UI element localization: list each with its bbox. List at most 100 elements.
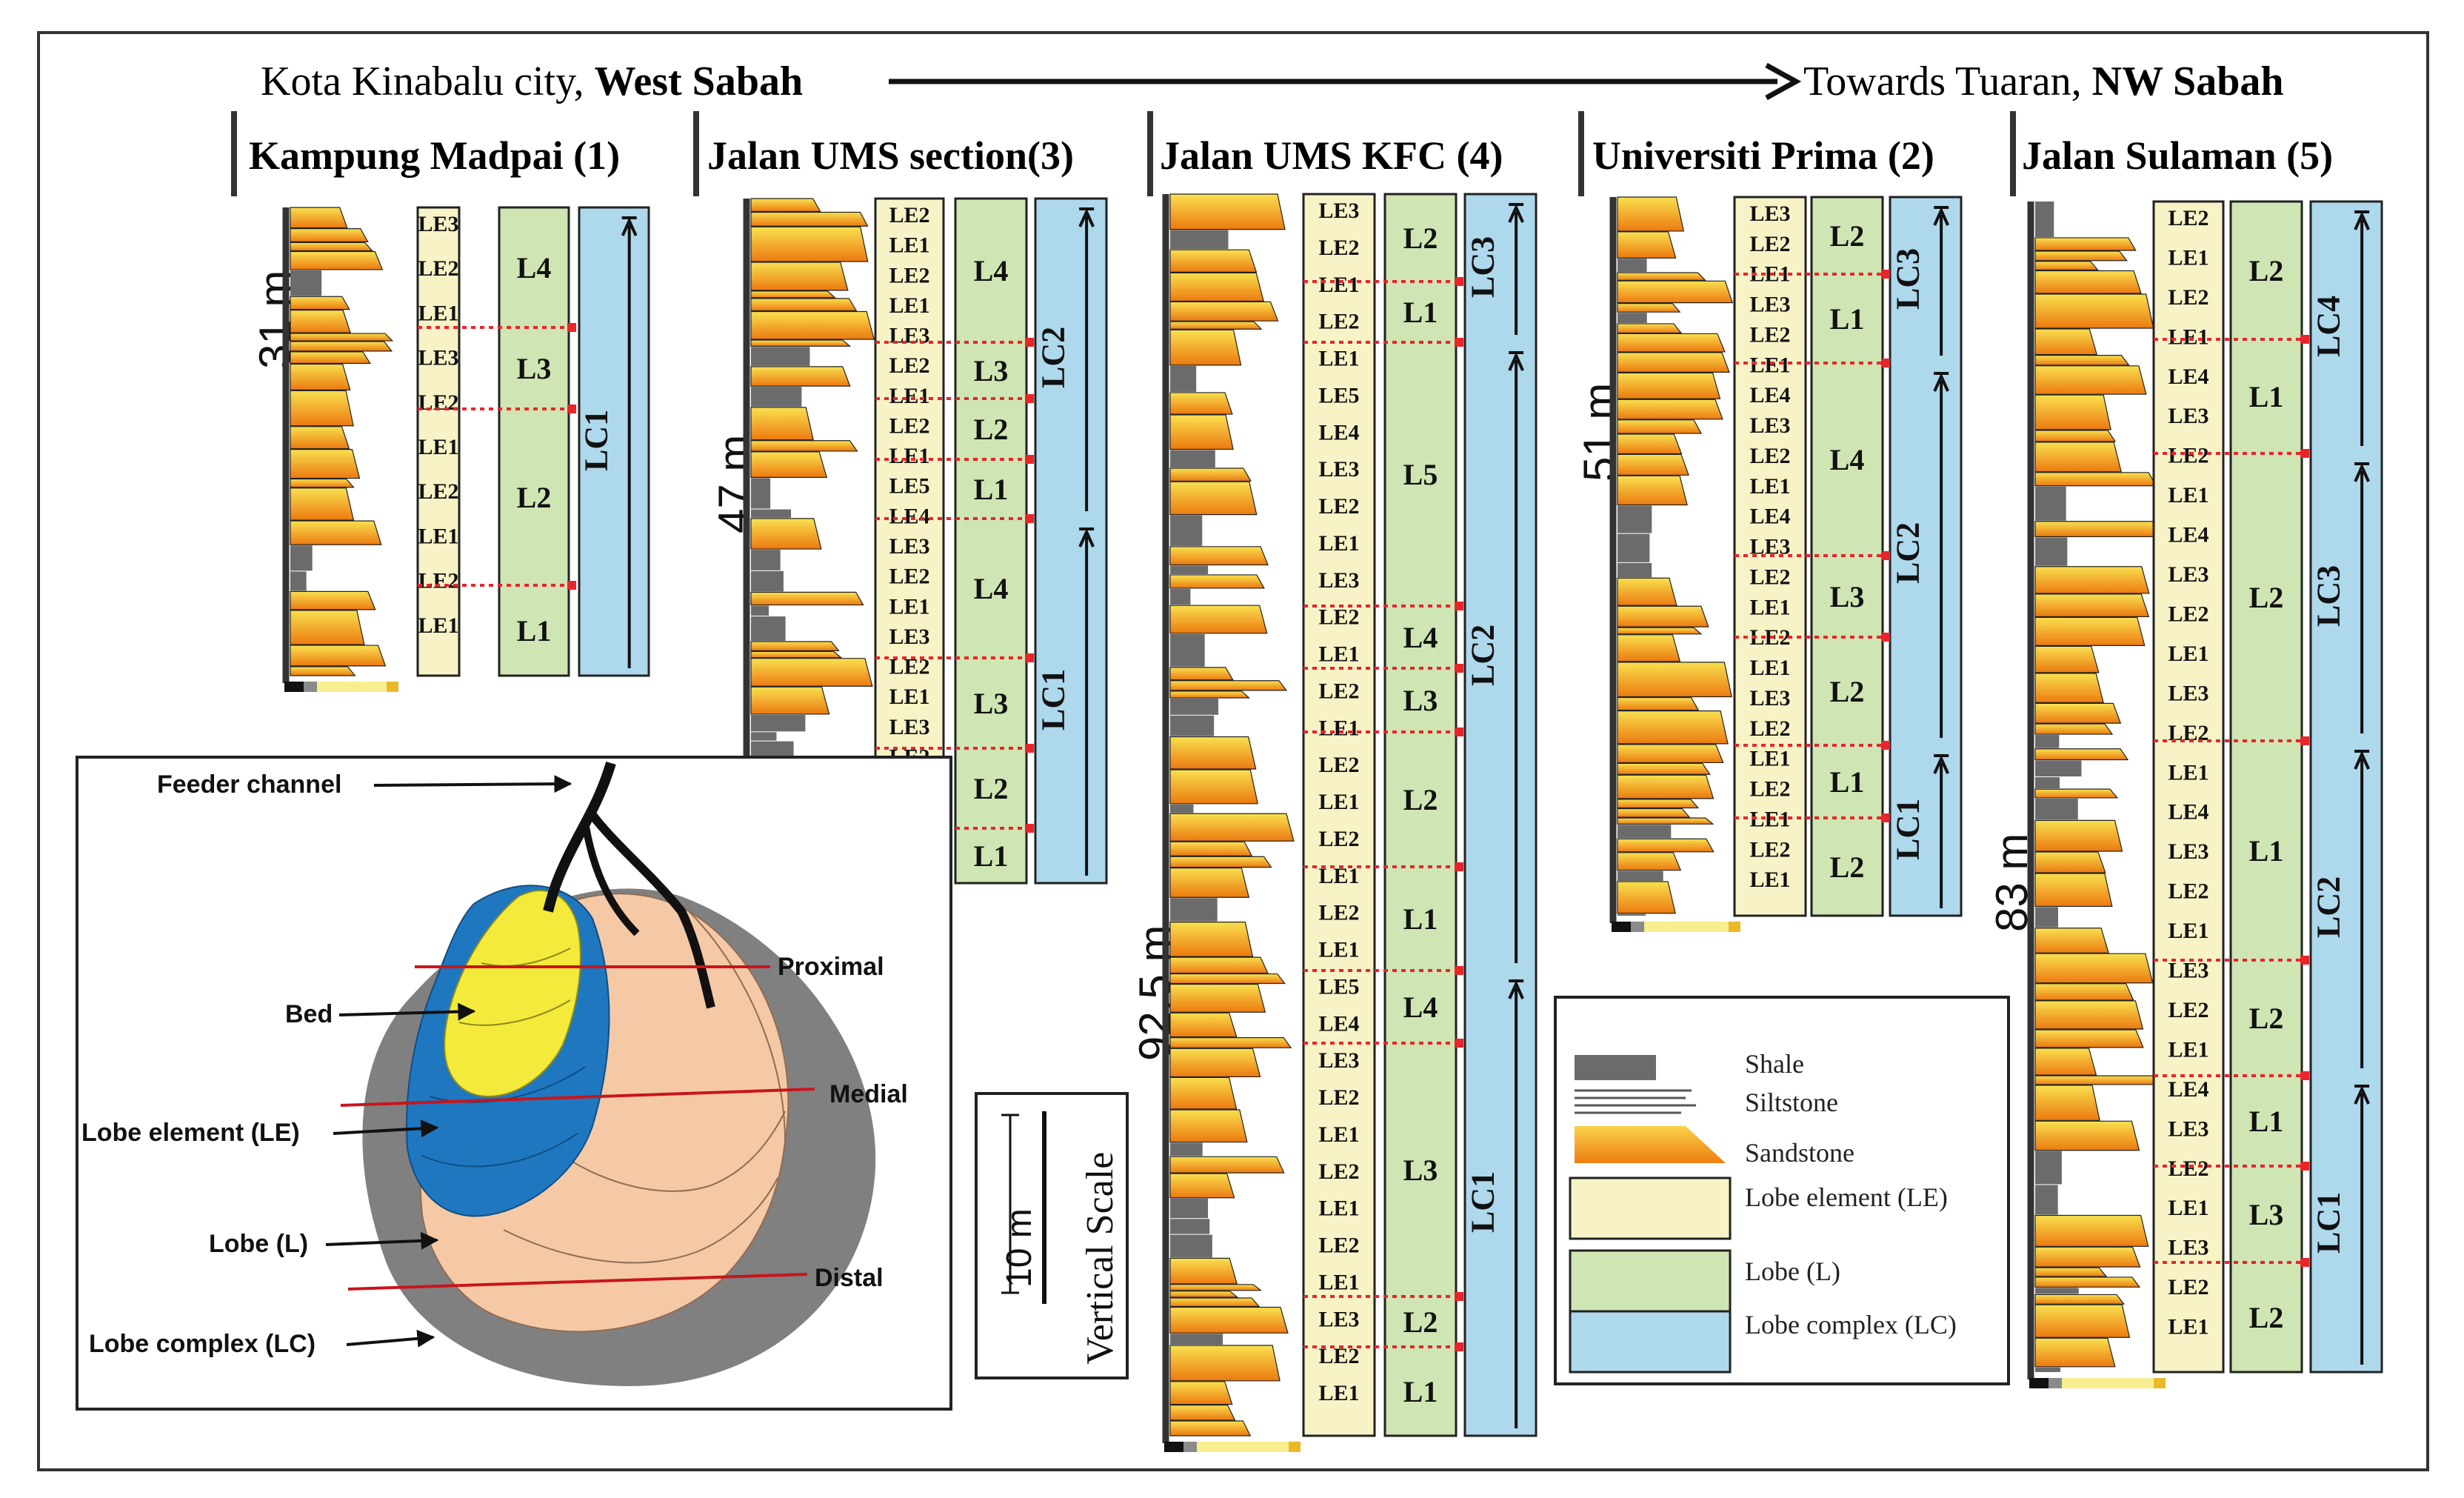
lobe-boundary-marker	[1455, 338, 1463, 347]
lobe-complex-arrow-head	[1508, 204, 1524, 223]
shale-bed	[751, 741, 794, 756]
sandstone-bed	[750, 290, 837, 299]
lobe-label: L5	[1403, 458, 1438, 491]
lobe-element-label: LE2	[1318, 827, 1359, 851]
shale-bed	[290, 571, 307, 591]
lobe-element-label: LE2	[1749, 777, 1790, 802]
sandstone-bed	[1169, 574, 1265, 589]
lobe-element-label: LE2	[889, 565, 929, 589]
sandstone-bed	[290, 426, 350, 450]
section-title-2: Universiti Prima (2)	[1592, 133, 1934, 178]
section-separators	[231, 111, 2016, 196]
lobe-complex-column	[578, 206, 650, 677]
shale-bed	[751, 714, 806, 732]
sandstone-bed	[1169, 481, 1258, 516]
lobe-element-label: LE2	[1318, 605, 1359, 630]
lobe-element-label: LE3	[889, 715, 929, 739]
sandstone-bed	[1617, 352, 1730, 373]
sandstone-bed	[2034, 250, 2128, 262]
header-arrow-head	[1765, 62, 1802, 101]
sandstone-bed	[1169, 546, 1269, 566]
sandstone-bed	[1617, 662, 1733, 698]
shale-bed	[1617, 913, 1646, 916]
sandstone-bed	[1169, 1156, 1285, 1174]
sandstone-bed	[1169, 769, 1259, 805]
label-lobe-element: Lobe element (LE)	[81, 1119, 300, 1147]
lobe-element-label: LE2	[1749, 444, 1790, 468]
lobe-element-label: LE2	[1318, 901, 1359, 925]
shale-bed	[1617, 313, 1647, 323]
lobe-complex-arrow-head	[1933, 755, 1949, 774]
sandstone-bed	[750, 407, 814, 441]
lobe-complex-label: LC2	[1464, 625, 1500, 686]
shale-bed	[1170, 1219, 1210, 1234]
sandstone-bed	[2034, 702, 2122, 724]
lobe-element-column	[416, 206, 461, 677]
lobe-complex-label: LC1	[1035, 669, 1071, 730]
lobe-boundary-marker	[1025, 514, 1034, 523]
shale-bed	[2035, 1185, 2058, 1215]
sandstone-bed	[750, 226, 869, 262]
lobe-element-label: LE4	[2168, 1077, 2208, 1102]
lobe-element-label: LE1	[889, 685, 929, 709]
log-section-1	[282, 207, 398, 692]
sandstone-bed	[1617, 808, 1691, 818]
lobe-boundary-marker	[1025, 653, 1034, 662]
lobe-column	[1383, 193, 1458, 1437]
lobe-label: L1	[2249, 0, 2284, 7]
lobe-boundary-marker	[1455, 728, 1463, 736]
sandstone-bed	[2034, 1075, 2161, 1085]
lobe-complex-label: LC1	[1464, 1171, 1500, 1233]
lobe-element-label: LE3	[2168, 562, 2208, 587]
sandstone-bed	[1169, 321, 1263, 330]
log-section-5	[2027, 202, 2166, 1388]
sandstone-bed	[1169, 922, 1254, 957]
sandstone-bed	[2034, 851, 2106, 873]
lobe-label: L2	[1830, 219, 1865, 253]
lobe-complex-label: LC2	[1035, 327, 1071, 388]
shale-bed	[1170, 565, 1209, 574]
sandstone-bed	[1617, 196, 1685, 232]
lobe-label: L1	[1403, 902, 1438, 936]
lobe-element-label: LE3	[1318, 457, 1359, 482]
sandstone-bed	[2034, 645, 2100, 673]
sandstone-bed	[2034, 430, 2117, 442]
lobe-element-label: LE2	[1318, 1234, 1359, 1258]
sandstone-bed	[2034, 953, 2154, 984]
lobe-element-label: LE1	[1318, 938, 1359, 962]
lobe-element-label: LE5	[1318, 383, 1359, 407]
sandstone-bed	[1169, 1048, 1261, 1078]
lobe-element-label: LE3	[2168, 959, 2208, 983]
scale-value: 10 m	[1000, 1208, 1039, 1288]
lobe-label: L2	[1403, 1305, 1438, 1339]
sandstone-bed	[750, 298, 858, 312]
lobe-element-label: LE2	[1749, 232, 1790, 256]
lobe-element-label: LE1	[2168, 1037, 2208, 1062]
lobe-element-label: LE3	[2168, 1116, 2208, 1141]
lobe-boundary-marker	[567, 405, 576, 413]
lobe-boundary-marker	[1881, 633, 1890, 642]
sandstone-bed	[290, 242, 373, 252]
lobe-element-label: LE2	[2168, 602, 2208, 626]
sandstone-bed	[2034, 928, 2109, 953]
sandstone-bed	[1169, 1037, 1292, 1048]
legend-sandstone: Sandstone	[1745, 1138, 1854, 1168]
lobe-element-label: LE2	[2168, 206, 2208, 230]
lobe-element-label: LE4	[2168, 523, 2208, 547]
sandstone-bed	[2034, 365, 2147, 395]
sandstone-bed	[1169, 973, 1286, 985]
grain-scale-sand	[1197, 1442, 1289, 1452]
shale-bed	[2035, 486, 2066, 521]
shale-bed	[1170, 230, 1229, 250]
sandstone-bed	[2034, 355, 2130, 366]
lobe-complex-column	[2309, 200, 2383, 1374]
legend-lobe-element: Lobe element (LE)	[1745, 1182, 1948, 1212]
sandstone-bed	[1169, 1291, 1239, 1298]
label-bed: Bed	[285, 1000, 333, 1028]
shale-bed	[2035, 1367, 2061, 1372]
shale-bed	[2035, 537, 2068, 566]
sandstone-bed	[1169, 605, 1268, 634]
sandstone-bed	[2034, 1048, 2097, 1076]
lobe-column	[498, 206, 570, 677]
lobe-label: L2	[2249, 1002, 2284, 1035]
